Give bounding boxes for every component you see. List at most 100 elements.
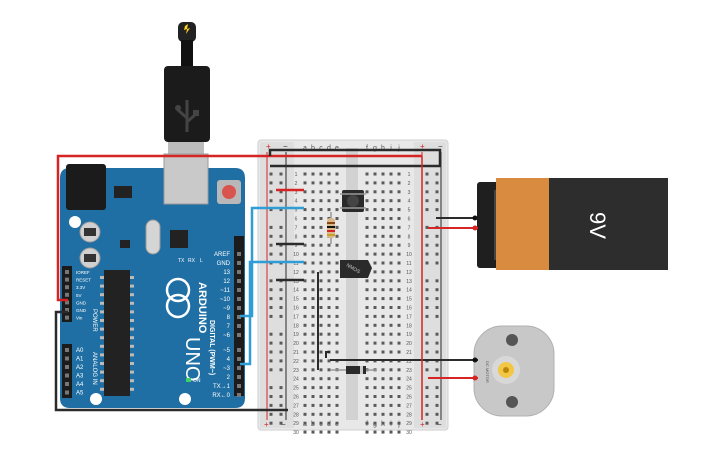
header-pin[interactable] <box>237 366 241 370</box>
rail-hole[interactable] <box>425 208 429 212</box>
breadboard-hole[interactable] <box>303 261 307 265</box>
breadboard-hole[interactable] <box>327 359 331 363</box>
breadboard-hole[interactable] <box>303 225 307 229</box>
breadboard-hole[interactable] <box>389 172 393 176</box>
breadboard-hole[interactable] <box>319 181 323 185</box>
breadboard-hole[interactable] <box>365 306 369 309</box>
breadboard-hole[interactable] <box>365 332 369 336</box>
breadboard-hole[interactable] <box>389 288 393 292</box>
breadboard-hole[interactable] <box>397 252 401 256</box>
breadboard-hole[interactable] <box>373 225 377 229</box>
breadboard-hole[interactable] <box>327 395 331 398</box>
rail-hole[interactable] <box>435 350 439 354</box>
breadboard-hole[interactable] <box>319 314 323 318</box>
header-pin[interactable] <box>237 348 241 352</box>
breadboard-hole[interactable] <box>373 323 377 327</box>
rail-hole[interactable] <box>279 412 283 416</box>
breadboard-hole[interactable] <box>327 386 331 390</box>
breadboard-hole[interactable] <box>373 332 377 336</box>
breadboard-hole[interactable] <box>303 243 307 247</box>
breadboard-hole[interactable] <box>327 199 331 203</box>
breadboard-hole[interactable] <box>319 377 323 381</box>
breadboard-hole[interactable] <box>381 190 385 194</box>
header-pin[interactable] <box>237 315 241 319</box>
breadboard-hole[interactable] <box>319 421 323 425</box>
breadboard-hole[interactable] <box>311 261 315 265</box>
breadboard-hole[interactable] <box>381 421 385 425</box>
breadboard-hole[interactable] <box>311 430 315 434</box>
breadboard-hole[interactable] <box>335 190 339 194</box>
rail-hole[interactable] <box>279 199 283 203</box>
breadboard-hole[interactable] <box>319 368 323 372</box>
wire-gnd-black[interactable] <box>54 310 288 412</box>
rail-hole[interactable] <box>425 403 429 407</box>
rail-hole[interactable] <box>425 199 429 203</box>
breadboard-hole[interactable] <box>303 288 307 292</box>
breadboard-hole[interactable] <box>381 288 385 292</box>
breadboard-hole[interactable] <box>319 261 323 265</box>
breadboard-hole[interactable] <box>335 395 339 398</box>
rail-hole[interactable] <box>279 341 283 345</box>
breadboard-hole[interactable] <box>365 297 369 301</box>
rail-hole[interactable] <box>425 181 429 185</box>
breadboard-hole[interactable] <box>397 395 401 398</box>
rail-hole[interactable] <box>269 172 273 176</box>
9v-battery[interactable]: 9V <box>477 178 668 270</box>
rail-hole[interactable] <box>269 279 273 283</box>
breadboard-hole[interactable] <box>303 181 307 185</box>
breadboard-hole[interactable] <box>327 297 331 301</box>
rail-hole[interactable] <box>279 208 283 212</box>
breadboard-hole[interactable] <box>389 430 393 434</box>
breadboard-hole[interactable] <box>389 306 393 309</box>
header-pin[interactable] <box>237 333 241 337</box>
breadboard-hole[interactable] <box>397 225 401 229</box>
rail-hole[interactable] <box>269 395 273 398</box>
breadboard-hole[interactable] <box>311 297 315 301</box>
breadboard-hole[interactable] <box>319 323 323 327</box>
breadboard-hole[interactable] <box>381 261 385 265</box>
breadboard-hole[interactable] <box>311 181 315 185</box>
breadboard-hole[interactable] <box>335 377 339 381</box>
breadboard-hole[interactable] <box>327 368 331 372</box>
breadboard-hole[interactable] <box>303 332 307 336</box>
breadboard-hole[interactable] <box>311 403 315 407</box>
breadboard-hole[interactable] <box>327 252 331 256</box>
breadboard-hole[interactable] <box>373 430 377 434</box>
breadboard-hole[interactable] <box>303 359 307 363</box>
breadboard-hole[interactable] <box>365 395 369 398</box>
rail-hole[interactable] <box>269 386 273 390</box>
breadboard-hole[interactable] <box>319 350 323 354</box>
breadboard-hole[interactable] <box>373 270 377 274</box>
breadboard-hole[interactable] <box>303 306 307 309</box>
breadboard-hole[interactable] <box>311 279 315 283</box>
breadboard-hole[interactable] <box>381 368 385 372</box>
wire-rail-ground-jumper[interactable] <box>268 148 442 168</box>
rail-hole[interactable] <box>435 395 439 398</box>
breadboard-hole[interactable] <box>311 314 315 318</box>
breadboard-hole[interactable] <box>365 243 369 247</box>
breadboard-hole[interactable] <box>335 172 339 176</box>
breadboard-hole[interactable] <box>373 199 377 203</box>
breadboard-hole[interactable] <box>381 208 385 212</box>
breadboard-hole[interactable] <box>335 252 339 256</box>
breadboard-hole[interactable] <box>303 314 307 318</box>
breadboard-hole[interactable] <box>327 323 331 327</box>
rail-hole[interactable] <box>279 288 283 292</box>
breadboard-hole[interactable] <box>327 172 331 176</box>
breadboard-hole[interactable] <box>397 403 401 407</box>
rail-hole[interactable] <box>269 225 273 229</box>
breadboard-hole[interactable] <box>373 297 377 301</box>
breadboard-hole[interactable] <box>319 386 323 390</box>
wire-5v-red[interactable] <box>56 154 422 302</box>
breadboard-hole[interactable] <box>389 368 393 372</box>
rail-hole[interactable] <box>269 181 273 185</box>
rail-hole[interactable] <box>279 234 283 238</box>
rail-hole[interactable] <box>269 314 273 318</box>
rail-hole[interactable] <box>425 297 429 301</box>
breadboard-hole[interactable] <box>335 181 339 185</box>
header-pin[interactable] <box>237 357 241 361</box>
rail-hole[interactable] <box>279 359 283 363</box>
header-pin[interactable] <box>65 285 69 290</box>
breadboard-hole[interactable] <box>365 208 369 212</box>
